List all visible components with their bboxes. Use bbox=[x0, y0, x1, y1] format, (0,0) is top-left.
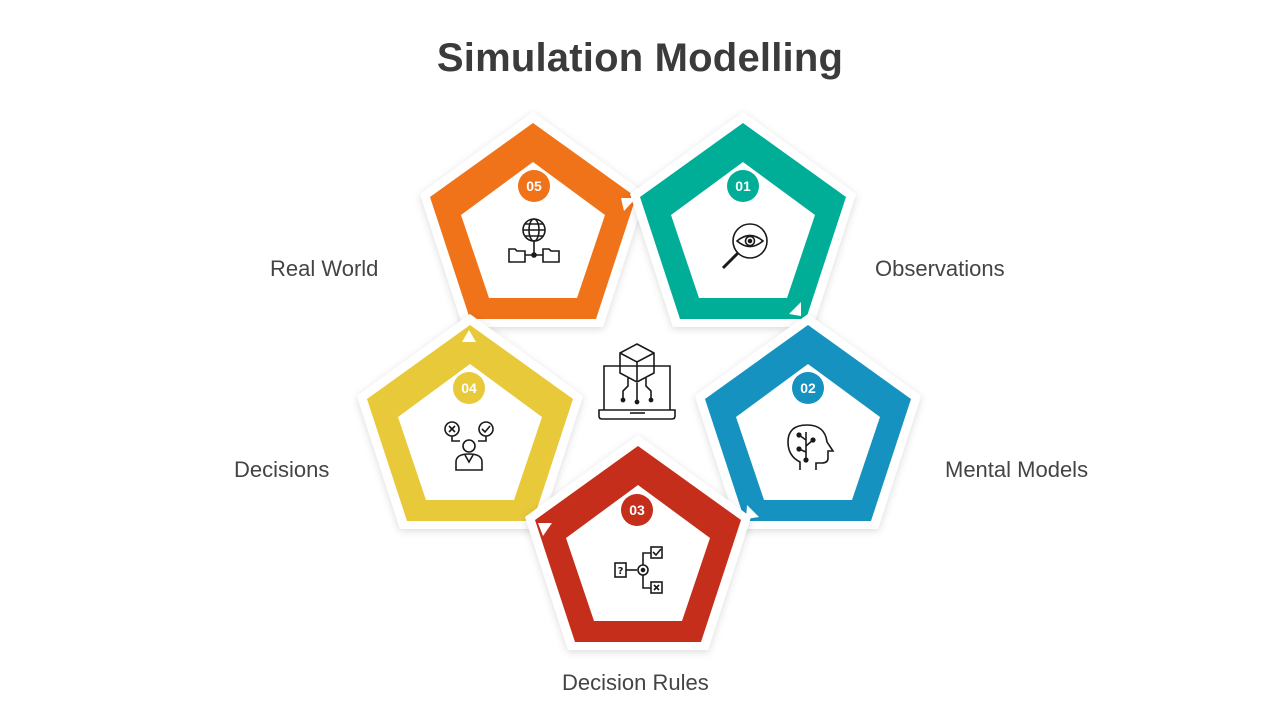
step-02-pentagon bbox=[695, 314, 921, 529]
label-observations: Observations bbox=[875, 256, 1005, 281]
step-03-pentagon bbox=[525, 435, 751, 650]
step-04-number: 04 bbox=[461, 380, 477, 396]
step-02-number: 02 bbox=[800, 380, 816, 396]
flowchart-icon: ? bbox=[614, 546, 663, 594]
arrow-05-to-01 bbox=[621, 198, 636, 211]
arrow-02-to-03 bbox=[746, 505, 759, 519]
label-mental-models: Mental Models bbox=[945, 457, 1089, 482]
globe-network-icon bbox=[508, 218, 560, 263]
arrow-03-to-04 bbox=[538, 523, 552, 536]
step-01-badge: 01 bbox=[727, 170, 759, 202]
step-05-badge: 05 bbox=[518, 170, 550, 202]
step-03-number: 03 bbox=[629, 502, 645, 518]
laptop-cube-icon bbox=[598, 343, 676, 420]
step-01-pentagon bbox=[630, 112, 856, 327]
step-05-number: 05 bbox=[526, 178, 542, 194]
step-04-pentagon bbox=[357, 314, 583, 529]
step-01-number: 01 bbox=[735, 178, 751, 194]
arrow-04-to-05 bbox=[462, 330, 476, 342]
step-03-badge: 03 bbox=[621, 494, 653, 526]
step-02-badge: 02 bbox=[792, 372, 824, 404]
label-decision-rules: Decision Rules bbox=[562, 670, 709, 695]
label-real-world: Real World bbox=[270, 256, 379, 281]
page-title: Simulation Modelling bbox=[436, 36, 844, 80]
magnifier-eye-icon bbox=[721, 223, 768, 270]
label-decisions: Decisions bbox=[234, 457, 330, 482]
step-04-badge: 04 bbox=[453, 372, 485, 404]
person-choice-icon bbox=[444, 421, 494, 471]
svg-text:?: ? bbox=[618, 566, 624, 577]
head-circuit-icon bbox=[787, 424, 835, 470]
arrow-01-to-02 bbox=[789, 302, 801, 316]
